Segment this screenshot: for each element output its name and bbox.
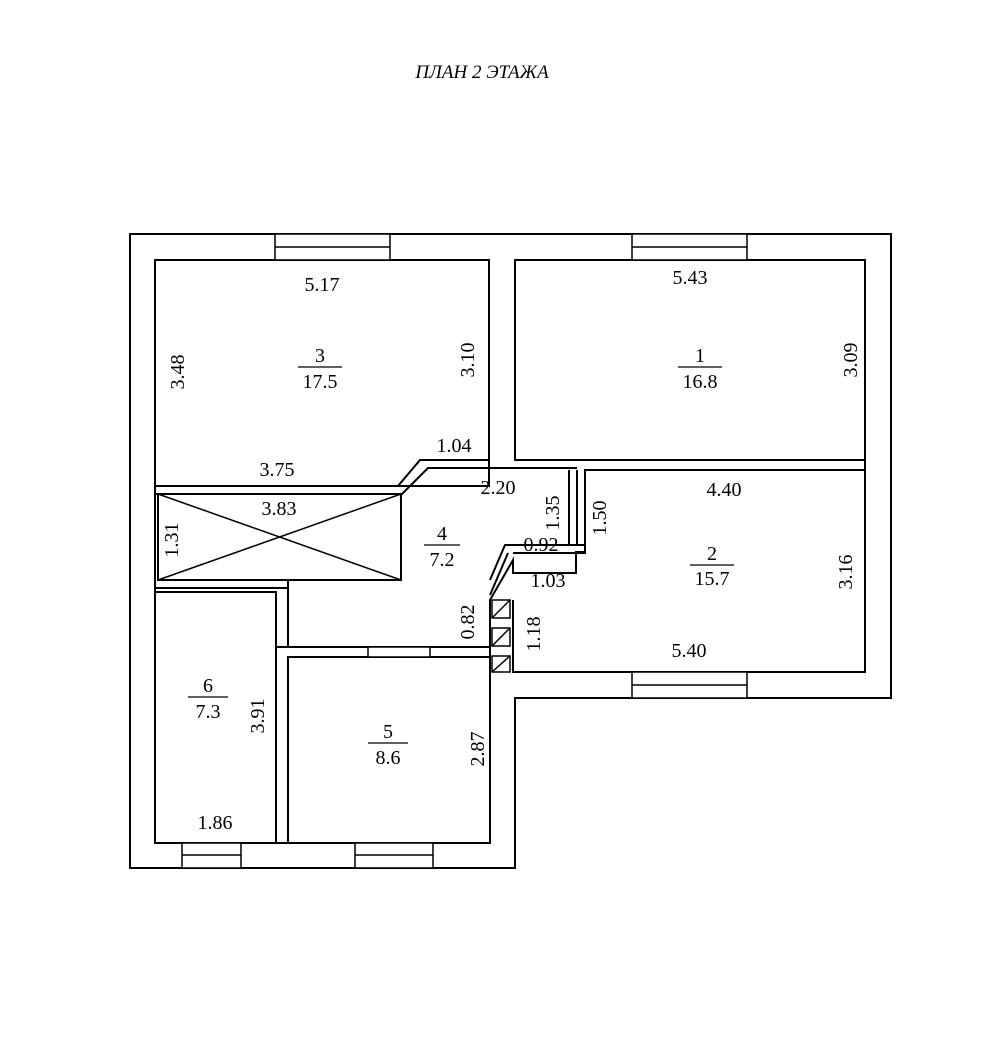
dim-r1-right: 3.09 xyxy=(840,343,862,378)
dim-corridor-step: 1.04 xyxy=(437,435,472,457)
room-label-1: 1 16.8 xyxy=(678,345,722,393)
svg-text:4: 4 xyxy=(437,523,447,545)
dim-corridor-width: 0.82 xyxy=(457,605,479,640)
dim-r2-top: 4.40 xyxy=(707,479,742,501)
svg-text:7.3: 7.3 xyxy=(196,701,221,723)
dim-shaft-width: 0.92 xyxy=(524,534,559,556)
dim-r6-bottom: 1.86 xyxy=(198,812,233,834)
svg-text:17.5: 17.5 xyxy=(303,371,338,393)
room-label-5: 5 8.6 xyxy=(368,721,408,769)
room-label-4: 4 7.2 xyxy=(424,523,460,571)
svg-text:5: 5 xyxy=(383,721,393,743)
room-1-walls xyxy=(514,259,866,461)
svg-text:2: 2 xyxy=(707,543,717,565)
dim-vent-height: 1.18 xyxy=(523,617,545,652)
dim-r3-bottom: 3.75 xyxy=(260,459,295,481)
dim-r3-left: 3.48 xyxy=(167,355,189,390)
dim-corridor-top: 2.20 xyxy=(481,477,516,499)
dim-shaft-height: 1.35 xyxy=(542,496,564,531)
dim-r3-right: 3.10 xyxy=(457,343,479,378)
vent-shafts xyxy=(491,599,511,673)
room-5-walls xyxy=(276,646,491,844)
plan-title: ПЛАН 2 ЭТАЖА xyxy=(414,62,549,83)
dimension-labels: 5.17 3.48 3.10 3.75 5.43 3.09 1.04 2.20 … xyxy=(161,267,862,834)
dim-r5-right: 2.87 xyxy=(467,732,489,767)
svg-text:6: 6 xyxy=(203,675,213,697)
svg-text:1: 1 xyxy=(695,345,705,367)
svg-text:15.7: 15.7 xyxy=(695,568,730,590)
dim-stair-length: 3.83 xyxy=(262,498,297,520)
dim-stair-width: 1.31 xyxy=(161,523,183,558)
staircase xyxy=(155,493,402,589)
room-2-walls xyxy=(512,469,866,673)
room-label-6: 6 7.3 xyxy=(188,675,228,723)
outer-walls xyxy=(129,233,892,869)
dim-r3-top: 5.17 xyxy=(305,274,340,296)
dim-r6-right: 3.91 xyxy=(247,699,269,734)
svg-text:7.2: 7.2 xyxy=(430,549,455,571)
windows xyxy=(181,233,748,869)
dim-r2-bottom: 5.40 xyxy=(672,640,707,662)
dim-r2-step: 1.03 xyxy=(531,570,566,592)
dim-r2-left-upper: 1.50 xyxy=(589,501,611,536)
room-labels: 1 16.8 2 15.7 3 17.5 4 7.2 5 8.6 6 7.3 xyxy=(188,345,734,769)
svg-text:16.8: 16.8 xyxy=(683,371,718,393)
svg-text:3: 3 xyxy=(315,345,325,367)
room-label-2: 2 15.7 xyxy=(690,543,734,590)
svg-text:8.6: 8.6 xyxy=(376,747,401,769)
dim-r2-right: 3.16 xyxy=(835,555,857,590)
dim-r1-top: 5.43 xyxy=(673,267,708,289)
room-label-3: 3 17.5 xyxy=(298,345,342,393)
